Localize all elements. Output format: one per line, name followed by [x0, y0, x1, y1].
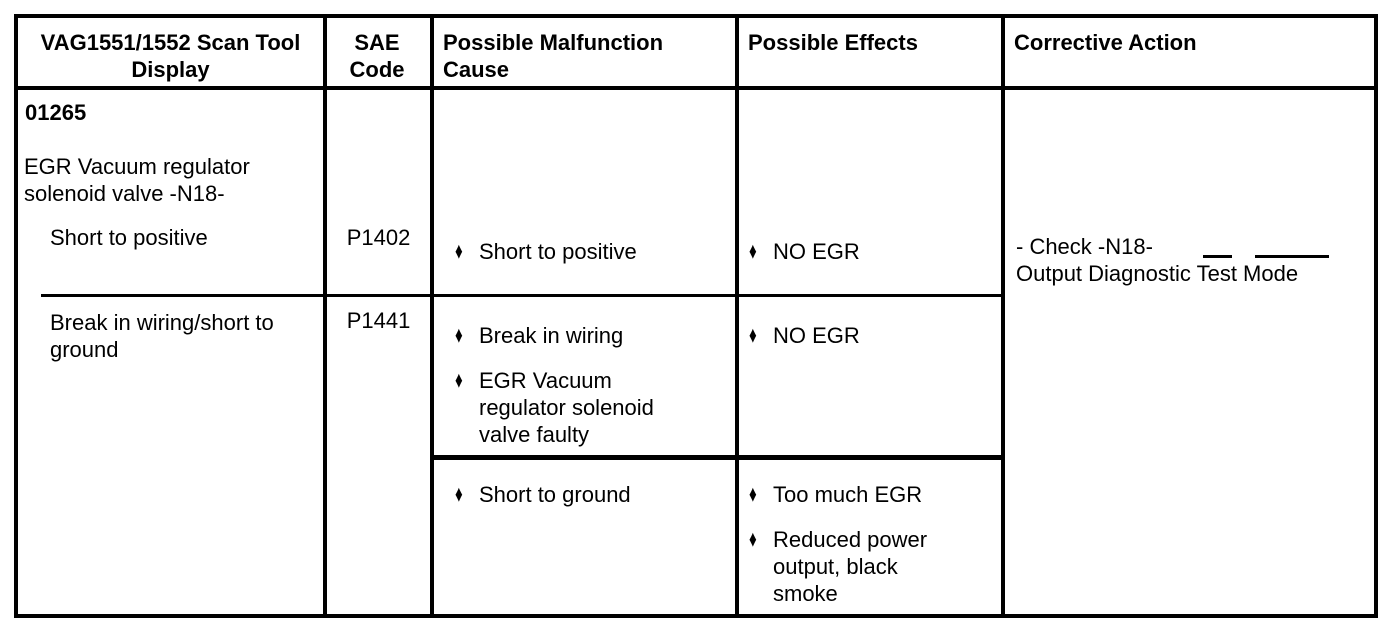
bullet-diamond-icon: ♦ [455, 367, 463, 394]
header-sae-code: SAE Code [349, 30, 405, 82]
fault-display-short-to-positive: Short to positive [50, 225, 208, 250]
row-divider-2 [432, 455, 1005, 460]
sae-code-p1441: P1441 [346, 308, 411, 333]
column-divider-4 [1001, 18, 1005, 614]
cause-item: ♦ Short to ground [455, 481, 685, 508]
bullet-diamond-icon: ♦ [455, 481, 463, 508]
effect-item: ♦ NO EGR [749, 322, 949, 349]
header-possible-effects: Possible Effects [748, 30, 918, 55]
cause-text: Short to positive [479, 239, 637, 264]
effect-text: NO EGR [773, 323, 860, 348]
header-divider [14, 86, 1378, 90]
row-divider-1 [41, 294, 1005, 297]
underline-segment [1203, 255, 1232, 258]
header-corrective-action: Corrective Action [1014, 30, 1197, 55]
sae-code-p1402: P1402 [346, 225, 411, 250]
bullet-diamond-icon: ♦ [749, 238, 757, 265]
column-divider-3 [735, 18, 739, 614]
header-possible-malfunction-cause: Possible Malfunction Cause [443, 30, 664, 82]
component-name: EGR Vacuum regulator solenoid valve -N18… [24, 154, 250, 206]
header-scan-tool-display: VAG1551/1552 Scan Tool Display [40, 30, 301, 82]
bullet-diamond-icon: ♦ [455, 322, 463, 349]
effect-item: ♦ NO EGR [749, 238, 949, 265]
effect-item: ♦ Too much EGR [749, 481, 949, 508]
column-divider-2 [430, 18, 434, 614]
bullet-diamond-icon: ♦ [455, 238, 463, 265]
effect-text: NO EGR [773, 239, 860, 264]
cause-item: ♦ Break in wiring [455, 322, 685, 349]
cause-text: Short to ground [479, 482, 631, 507]
cause-item: ♦ Short to positive [455, 238, 685, 265]
column-divider-1 [323, 18, 327, 614]
underline-segment [1255, 255, 1329, 258]
cause-text: EGR Vacuum regulator solenoid valve faul… [479, 368, 654, 447]
table-outer-border [14, 14, 1378, 618]
effect-text: Too much EGR [773, 482, 923, 507]
dtc-code: 01265 [25, 100, 87, 125]
effect-text: Reduced power output, black smoke [773, 527, 928, 606]
effect-item: ♦ Reduced power output, black smoke [749, 526, 949, 607]
corrective-action-check: - Check -N18- [1016, 234, 1153, 259]
bullet-diamond-icon: ♦ [749, 322, 757, 349]
bullet-diamond-icon: ♦ [749, 481, 757, 508]
fault-display-break-in-wiring: Break in wiring/short to ground [50, 310, 274, 362]
cause-item: ♦ EGR Vacuum regulator solenoid valve fa… [455, 367, 685, 448]
cause-text: Break in wiring [479, 323, 624, 348]
corrective-action-link[interactable]: Output Diagnostic Test Mode [1016, 261, 1299, 286]
bullet-diamond-icon: ♦ [749, 526, 757, 553]
